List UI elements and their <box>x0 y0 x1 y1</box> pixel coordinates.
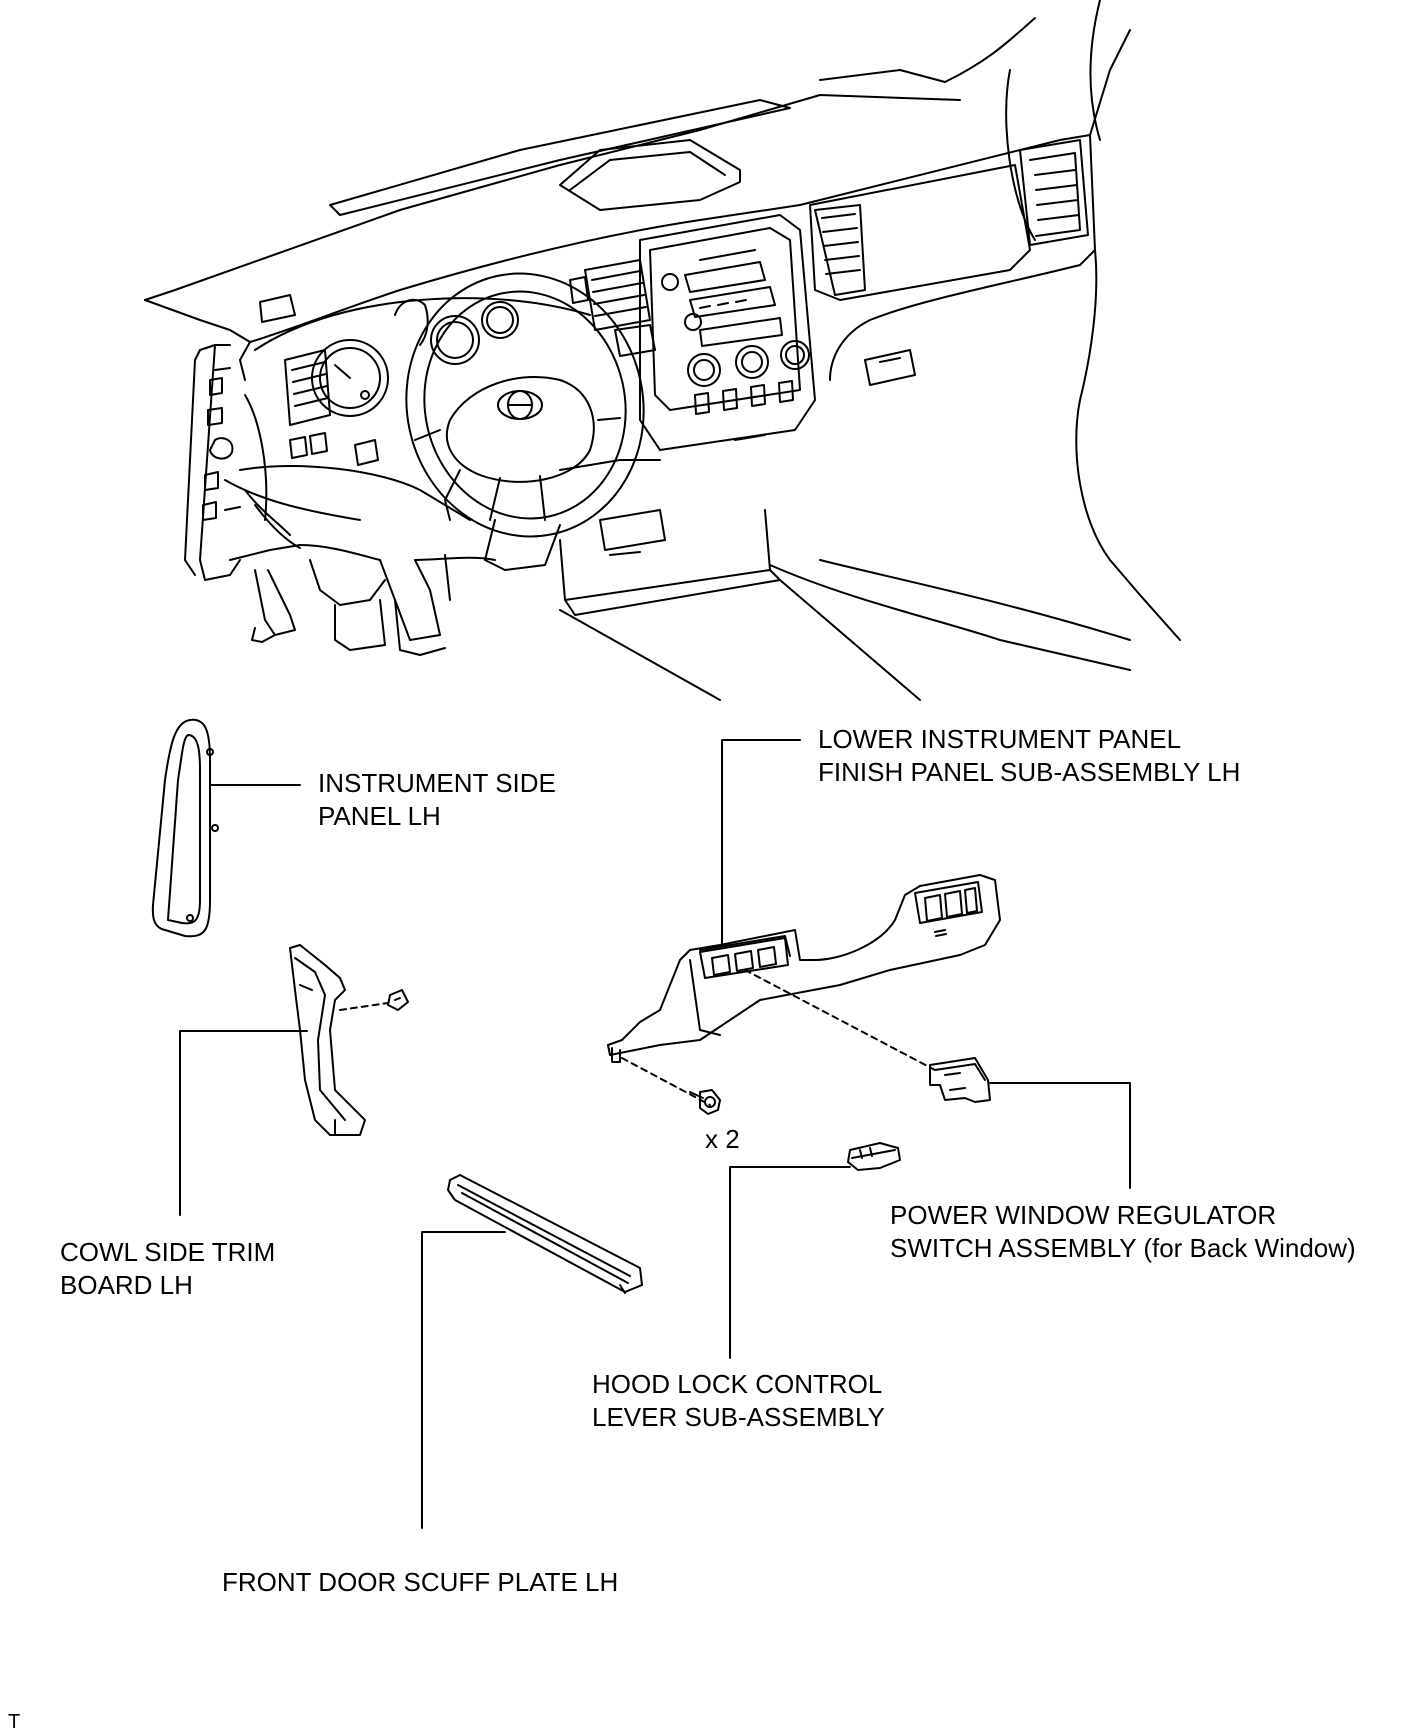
label-line: HOOD LOCK CONTROL <box>592 1369 883 1399</box>
front-door-scuff-plate-part <box>421 1174 643 1529</box>
label-cowl-side-trim: COWL SIDE TRIM BOARD LH <box>60 1236 275 1302</box>
label-hood-lock-lever: HOOD LOCK CONTROL LEVER SUB-ASSEMBLY <box>592 1368 885 1434</box>
label-power-window-switch: POWER WINDOW REGULATOR SWITCH ASSEMBLY (… <box>890 1199 1356 1265</box>
label-instrument-side-panel: INSTRUMENT SIDE PANEL LH <box>318 767 556 833</box>
corner-mark: T <box>8 1711 21 1733</box>
power-window-switch-part <box>929 1057 1131 1189</box>
label-line: POWER WINDOW REGULATOR <box>890 1200 1277 1230</box>
label-line: BOARD LH <box>60 1270 193 1300</box>
hood-lock-lever-part <box>729 1142 901 1359</box>
bolt-quantity-label: x 2 <box>705 1124 740 1154</box>
bolt-part <box>689 1089 721 1115</box>
label-line: FRONT DOOR SCUFF PLATE LH <box>222 1567 619 1597</box>
dashboard-assembly <box>144 0 1181 701</box>
label-lower-instrument-panel: LOWER INSTRUMENT PANEL FINISH PANEL SUB-… <box>818 723 1240 789</box>
label-line: PANEL LH <box>318 801 441 831</box>
instrument-side-panel-part <box>151 718 301 938</box>
cowl-side-trim-part <box>179 944 409 1216</box>
lower-instrument-panel-part <box>607 739 1001 1106</box>
label-line: COWL SIDE TRIM <box>60 1237 276 1267</box>
label-line: LOWER INSTRUMENT PANEL <box>818 724 1182 754</box>
label-front-door-scuff: FRONT DOOR SCUFF PLATE LH <box>222 1566 618 1599</box>
label-line: INSTRUMENT SIDE <box>318 768 556 798</box>
label-line: SWITCH ASSEMBLY (for Back Window) <box>890 1233 1356 1263</box>
label-line: FINISH PANEL SUB-ASSEMBLY LH <box>818 757 1241 787</box>
label-line: LEVER SUB-ASSEMBLY <box>592 1402 885 1432</box>
